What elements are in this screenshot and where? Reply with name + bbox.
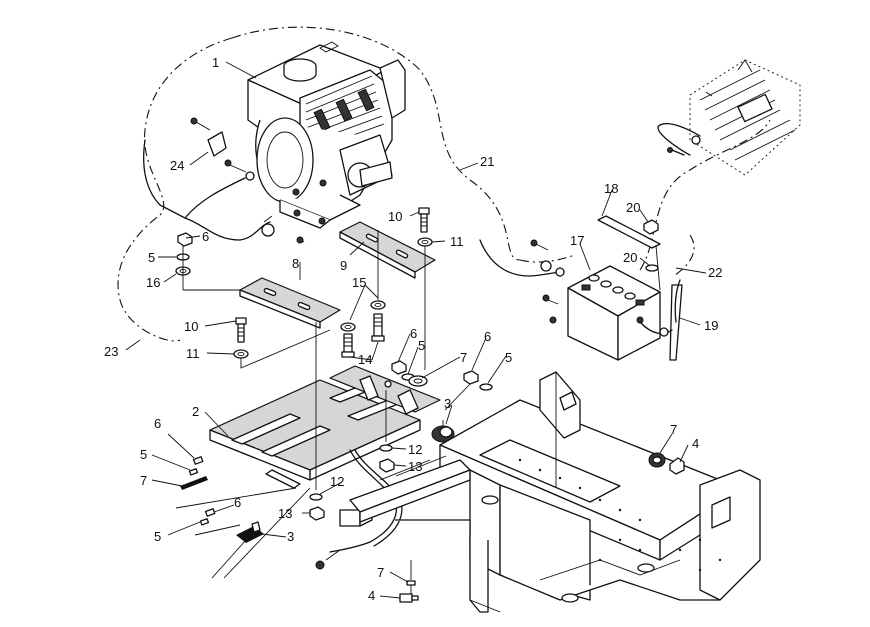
callout-11: 11: [450, 234, 464, 249]
callout-7: 7: [670, 422, 677, 437]
bolts-and-washers: [233, 207, 433, 370]
callout-6: 6: [484, 329, 491, 344]
callout-23: 23: [104, 344, 118, 359]
callout-15: 15: [352, 275, 366, 290]
callout-4: 4: [692, 436, 699, 451]
callout-17: 17: [570, 233, 584, 248]
engine-bracket-9: [339, 221, 436, 279]
left-hardware-stack: [175, 232, 193, 290]
callout-6: 6: [202, 229, 209, 244]
callout-labels: 1 2 3 3 4 4 5 5 5 5 5 6 6 6 6 6 7 7 7 7 …: [104, 55, 722, 603]
callout-10: 10: [184, 319, 198, 334]
rubber-mount-upper: [431, 420, 455, 443]
callout-18: 18: [604, 181, 618, 196]
callout-6: 6: [410, 326, 417, 341]
callout-5: 5: [140, 447, 147, 462]
rear-frame-inset: [657, 59, 801, 176]
callout-20: 20: [623, 250, 637, 265]
callout-8: 8: [292, 256, 299, 271]
callout-5: 5: [154, 529, 161, 544]
callout-14: 14: [358, 352, 372, 367]
callout-7: 7: [460, 350, 467, 365]
callout-13: 13: [408, 459, 422, 474]
callout-12: 12: [330, 474, 344, 489]
callout-24: 24: [170, 158, 184, 173]
rubber-mount-lower: [236, 521, 264, 543]
callout-6: 6: [234, 495, 241, 510]
callout-4: 4: [368, 588, 375, 603]
callout-3: 3: [444, 396, 451, 411]
callout-9: 9: [340, 258, 347, 273]
engine: [247, 41, 406, 229]
battery: [542, 265, 661, 361]
callout-2: 2: [192, 404, 199, 419]
callout-19: 19: [704, 318, 718, 333]
callout-6: 6: [154, 416, 161, 431]
tractor-frame: [349, 371, 761, 613]
wire-clamp: [143, 117, 305, 244]
leader-lines: [125, 61, 707, 599]
callout-1: 1: [212, 55, 219, 70]
callout-12: 12: [408, 442, 422, 457]
callout-20: 20: [626, 200, 640, 215]
callout-11: 11: [186, 346, 200, 361]
callout-5: 5: [505, 350, 512, 365]
engine-mount-plate-2: [209, 365, 441, 489]
callout-10: 10: [388, 209, 402, 224]
nuts-12-13: [309, 322, 395, 521]
callout-16: 16: [146, 275, 160, 290]
lower-left-hardware: [175, 456, 311, 579]
callout-5: 5: [148, 250, 155, 265]
engine-bracket-8: [183, 277, 341, 329]
callout-22: 22: [708, 265, 722, 280]
callout-5: 5: [418, 338, 425, 353]
callout-3: 3: [287, 529, 294, 544]
callout-7: 7: [377, 565, 384, 580]
callout-13: 13: [278, 506, 292, 521]
callout-21: 21: [480, 154, 494, 169]
harness-boundary-lines: [117, 26, 771, 342]
callout-7: 7: [140, 473, 147, 488]
